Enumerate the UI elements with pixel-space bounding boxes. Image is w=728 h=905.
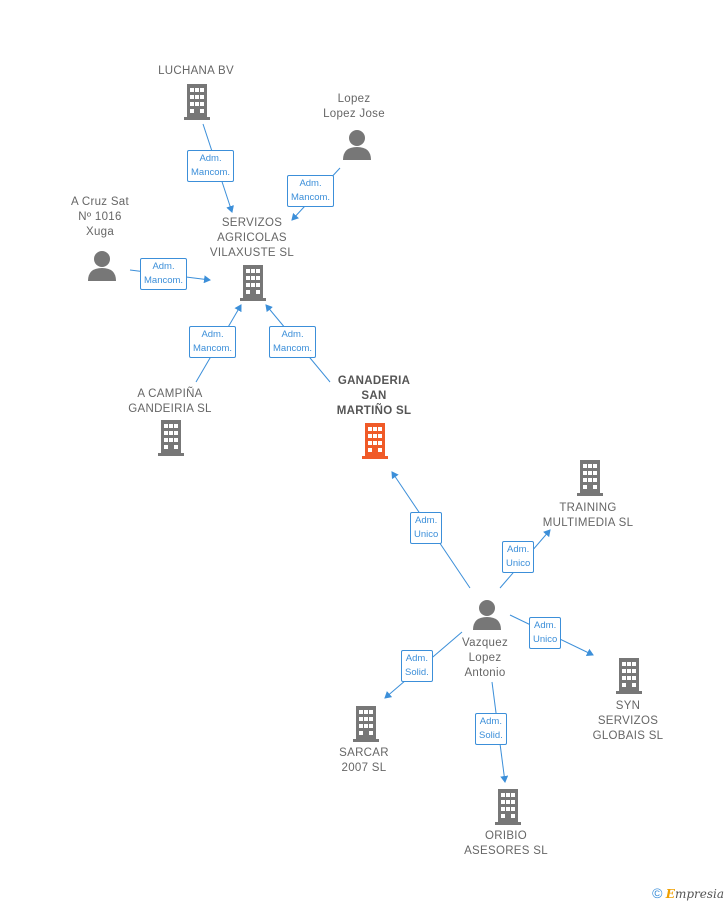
node-label-sarcar[interactable]: SARCAR 2007 SL [339,747,389,774]
relation-badge[interactable]: Adm. Mancom. [189,326,237,358]
person-icon[interactable] [341,128,373,160]
node-label-vazquez[interactable]: Vazquez Lopez Antonio [462,637,508,679]
copyright-icon: © [652,885,663,901]
relation-badge[interactable]: Adm. Unico [502,541,535,573]
node-label-acruz[interactable]: A Cruz Sat Nº 1016 Xuga [71,196,129,238]
relation-badge[interactable]: Adm. Unico [529,617,562,649]
brand-name: mpresia [674,887,724,901]
building-icon-highlighted[interactable] [360,423,390,459]
node-label-training[interactable]: TRAINING MULTIMEDIA SL [542,502,634,529]
person-icon[interactable] [86,249,118,281]
building-icon[interactable] [351,706,381,742]
node-label-acampina[interactable]: A CAMPIÑA GANDEIRIA SL [128,388,212,415]
building-icon[interactable] [156,420,186,456]
relation-badge[interactable]: Adm. Mancom. [269,326,317,358]
relation-badge[interactable]: Adm. Mancom. [287,175,335,207]
building-icon[interactable] [575,460,605,496]
building-icon[interactable] [614,658,644,694]
node-label-lopez-jose[interactable]: Lopez Lopez Jose [323,93,385,120]
node-label-ganaderia[interactable]: GANADERIA SAN MARTIÑO SL [336,375,412,417]
node-label-syn[interactable]: SYN SERVIZOS GLOBAIS SL [592,700,664,742]
relation-badge[interactable]: Adm. Mancom. [140,258,188,290]
node-label-oribio[interactable]: ORIBIO ASESORES SL [464,830,548,857]
brand-initial: E [665,887,675,901]
person-icon[interactable] [471,598,503,630]
relation-badge[interactable]: Adm. Solid. [475,713,507,745]
relation-badge[interactable]: Adm. Solid. [401,650,433,682]
building-icon[interactable] [238,265,268,301]
building-icon[interactable] [493,789,523,825]
node-label-servizos[interactable]: SERVIZOS AGRICOLAS VILAXUSTE SL [209,217,295,259]
building-icon[interactable] [182,84,212,120]
node-label-luchana[interactable]: LUCHANA BV [158,65,234,77]
brand-footer[interactable]: © Empresia [652,885,724,901]
relation-badge[interactable]: Adm. Mancom. [187,150,235,182]
relation-badge[interactable]: Adm. Unico [410,512,443,544]
